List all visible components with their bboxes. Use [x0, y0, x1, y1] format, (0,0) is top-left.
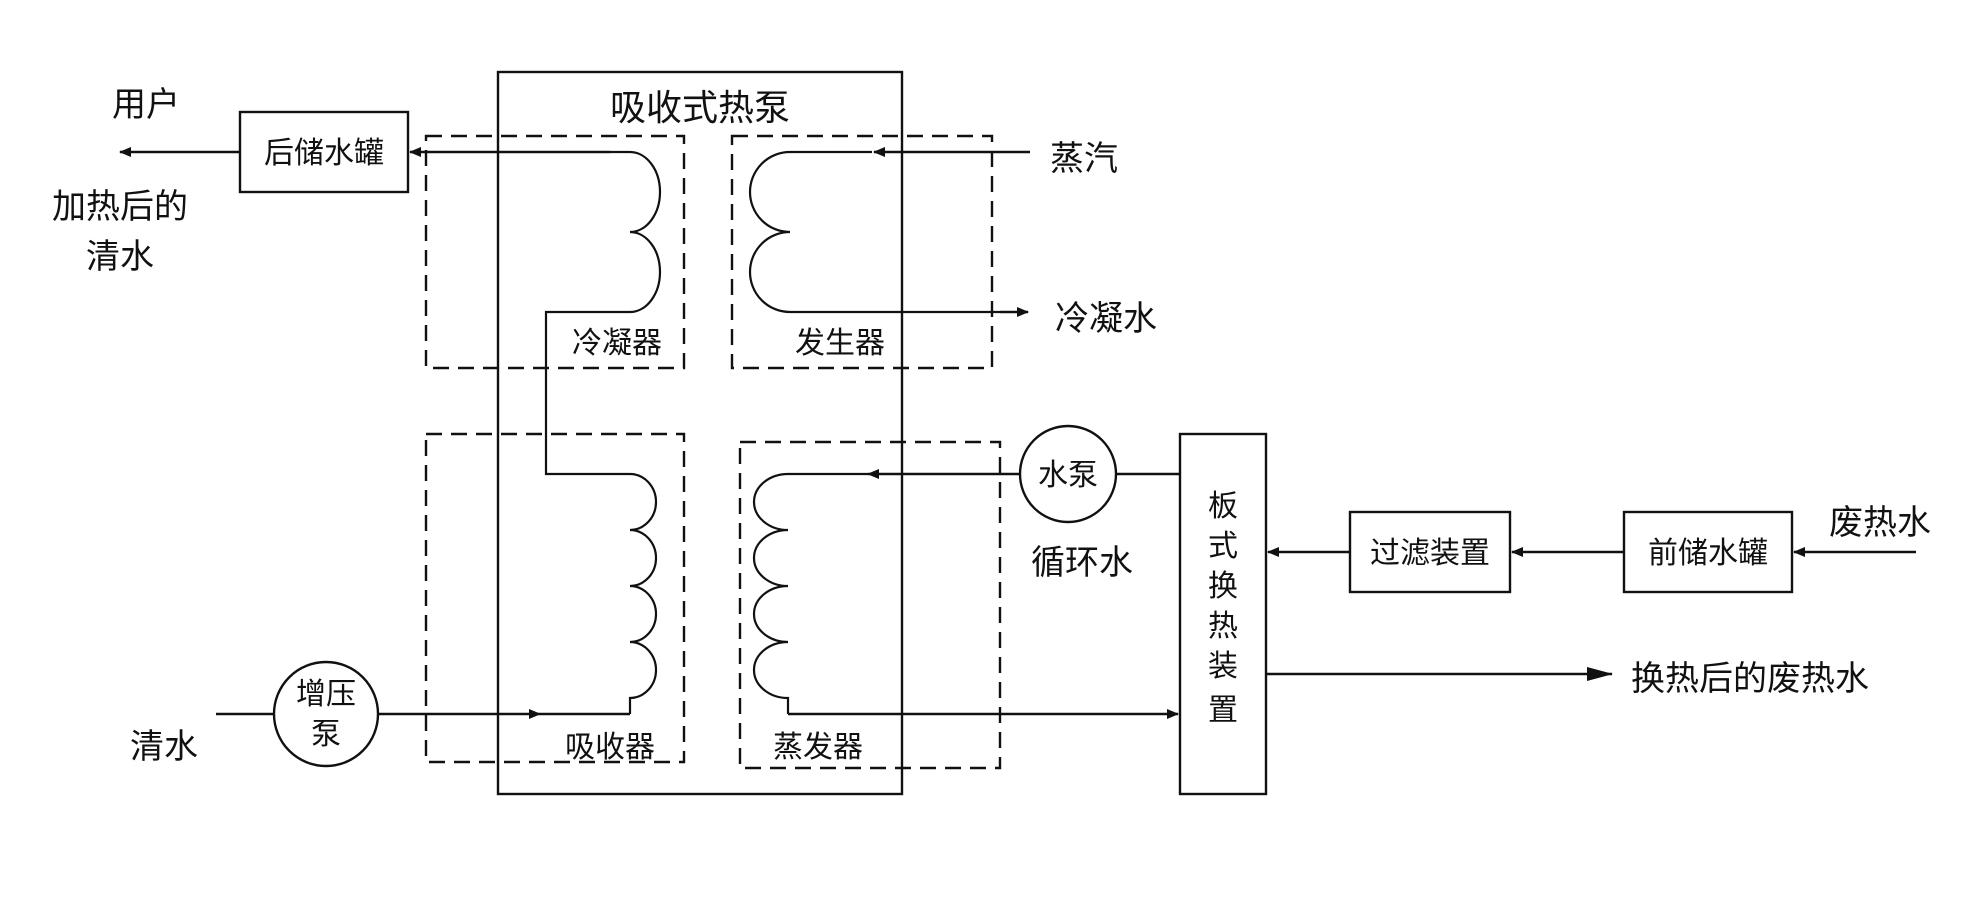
heat-pump-title: 吸收式热泵	[610, 88, 790, 129]
generator-region	[730, 134, 994, 370]
condensate-label: 冷凝水	[1055, 299, 1157, 339]
condenser-region	[424, 134, 686, 370]
absorber-region	[424, 432, 686, 764]
filter-box	[1348, 510, 1512, 594]
evaporator-coil	[752, 472, 868, 714]
waste-after-exchange-label: 换热后的废热水	[1631, 659, 1869, 699]
filter-label: 过滤装置	[1370, 536, 1490, 571]
front-tank-label: 前储水罐	[1648, 536, 1768, 571]
waste-hot-water-label: 废热水	[1829, 503, 1931, 543]
booster-pump-label-2: 泵	[311, 717, 341, 752]
plate-exchanger-char-5: 装	[1208, 649, 1238, 684]
absorber-label: 吸收器	[565, 730, 655, 765]
circulating-water-label: 循环水	[1031, 543, 1133, 583]
plate-exchanger-char-2: 式	[1208, 529, 1238, 564]
plate-exchanger-char-3: 换	[1208, 569, 1238, 604]
plate-exchanger-box	[1178, 432, 1268, 796]
absorber-coil	[628, 472, 658, 714]
generator-coil	[748, 150, 1000, 314]
condenser-label: 冷凝器	[572, 326, 662, 361]
plate-exchanger-char-1: 板	[1208, 489, 1238, 524]
evaporator-region	[738, 440, 1002, 770]
booster-pump-label-1: 增压	[296, 677, 356, 712]
evaporator-label: 蒸发器	[773, 730, 863, 765]
heated-water-label-2: 清水	[86, 237, 154, 277]
water-pump-label: 水泵	[1038, 458, 1098, 493]
user-label: 用户	[112, 85, 180, 125]
front-tank-box	[1622, 510, 1794, 594]
plate-exchanger-char-4: 热	[1208, 609, 1238, 644]
steam-label: 蒸汽	[1050, 139, 1118, 179]
condenser-coil	[544, 150, 662, 476]
heated-water-label-1: 加热后的	[52, 187, 188, 227]
plate-exchanger-char-6: 置	[1208, 693, 1238, 728]
rear-tank-box	[238, 110, 410, 194]
clean-water-label: 清水	[130, 727, 198, 767]
generator-label: 发生器	[795, 326, 885, 361]
rear-tank-label: 后储水罐	[264, 136, 384, 171]
